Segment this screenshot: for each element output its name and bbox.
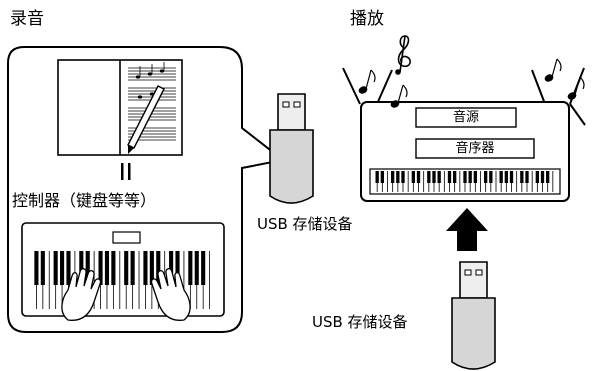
black-key [201, 251, 206, 285]
black-key [432, 171, 436, 183]
black-key [60, 251, 65, 285]
music-notes-icon [358, 58, 585, 108]
black-key [396, 171, 400, 183]
sequencer-box [415, 138, 535, 159]
record-usb-label: USB 存储设备 [257, 215, 353, 233]
black-key [53, 251, 58, 285]
black-key [98, 251, 103, 285]
score-icon [57, 59, 183, 156]
playback-heading: 播放 [350, 9, 384, 29]
black-key [380, 171, 384, 183]
instrument [342, 67, 586, 202]
black-key [484, 171, 488, 183]
sequencer-label: 音序器 [455, 141, 495, 156]
up-arrow-icon [446, 208, 488, 251]
black-key [124, 251, 129, 285]
black-key [416, 171, 421, 183]
black-key [509, 171, 514, 183]
record-panel [7, 46, 286, 333]
black-key [463, 171, 467, 183]
tone-generator-box [415, 107, 517, 128]
black-key [499, 171, 503, 183]
black-key [391, 171, 395, 183]
black-key [34, 251, 39, 285]
black-key [427, 171, 431, 183]
black-key [447, 171, 452, 183]
black-key [540, 171, 545, 183]
black-key [85, 251, 90, 285]
black-key [66, 251, 71, 285]
record-heading: 录音 [10, 9, 44, 29]
black-key [489, 171, 493, 183]
black-key [111, 251, 116, 285]
black-key [504, 171, 508, 183]
black-key [79, 251, 84, 285]
black-key [546, 171, 550, 183]
black-key [401, 171, 405, 183]
playback-usb-label: USB 存储设备 [312, 313, 408, 331]
usb-drive-icon [269, 93, 314, 204]
black-key [411, 171, 415, 183]
controller-keyboard [21, 222, 225, 317]
black-key [130, 251, 135, 285]
black-key [149, 251, 154, 285]
tone-generator-label: 音源 [452, 110, 479, 125]
black-key [453, 171, 457, 183]
black-key [520, 171, 524, 183]
equals-icon [121, 163, 131, 180]
pen-icon [127, 85, 165, 154]
hands-icon [61, 268, 191, 321]
black-key [473, 171, 477, 183]
treble-clef-icon [395, 35, 412, 75]
black-key [104, 251, 110, 285]
controller-label: 控制器（键盘等等） [12, 191, 157, 210]
instrument-keyboard [369, 168, 561, 195]
black-key [437, 171, 441, 183]
black-key [175, 251, 180, 285]
usb-drive-icon [451, 261, 496, 370]
controller-display [112, 231, 141, 244]
black-key [156, 251, 161, 285]
black-key [188, 251, 193, 285]
black-key [169, 251, 174, 285]
black-key [468, 171, 472, 183]
black-key [535, 171, 539, 183]
black-key [525, 171, 529, 183]
black-key [143, 251, 148, 285]
black-key [375, 171, 379, 183]
black-key [40, 251, 45, 285]
black-key [194, 251, 199, 285]
